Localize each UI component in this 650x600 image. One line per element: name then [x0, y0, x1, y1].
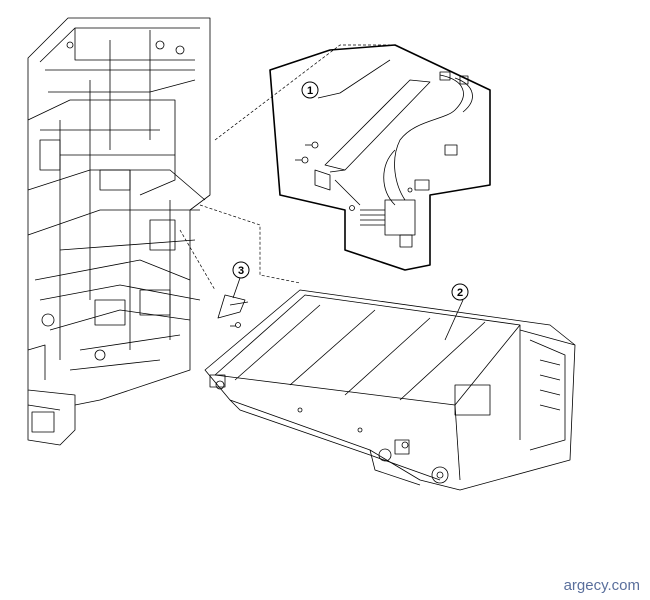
printer-frame — [27, 17, 211, 446]
callout-leaders — [232, 59, 464, 341]
transfer-belt-unit — [204, 289, 576, 491]
callout-1: 1 — [301, 81, 319, 99]
callout-3-label: 3 — [238, 265, 244, 277]
callout-3: 3 — [232, 261, 250, 279]
watermark-text: argecy.com — [563, 577, 640, 594]
callout-2-label: 2 — [457, 287, 463, 299]
inset-sensor-assembly — [269, 44, 491, 271]
leader-lines — [179, 44, 390, 291]
callout-2: 2 — [451, 283, 469, 301]
clip-part — [217, 294, 249, 328]
callout-1-label: 1 — [307, 85, 313, 97]
